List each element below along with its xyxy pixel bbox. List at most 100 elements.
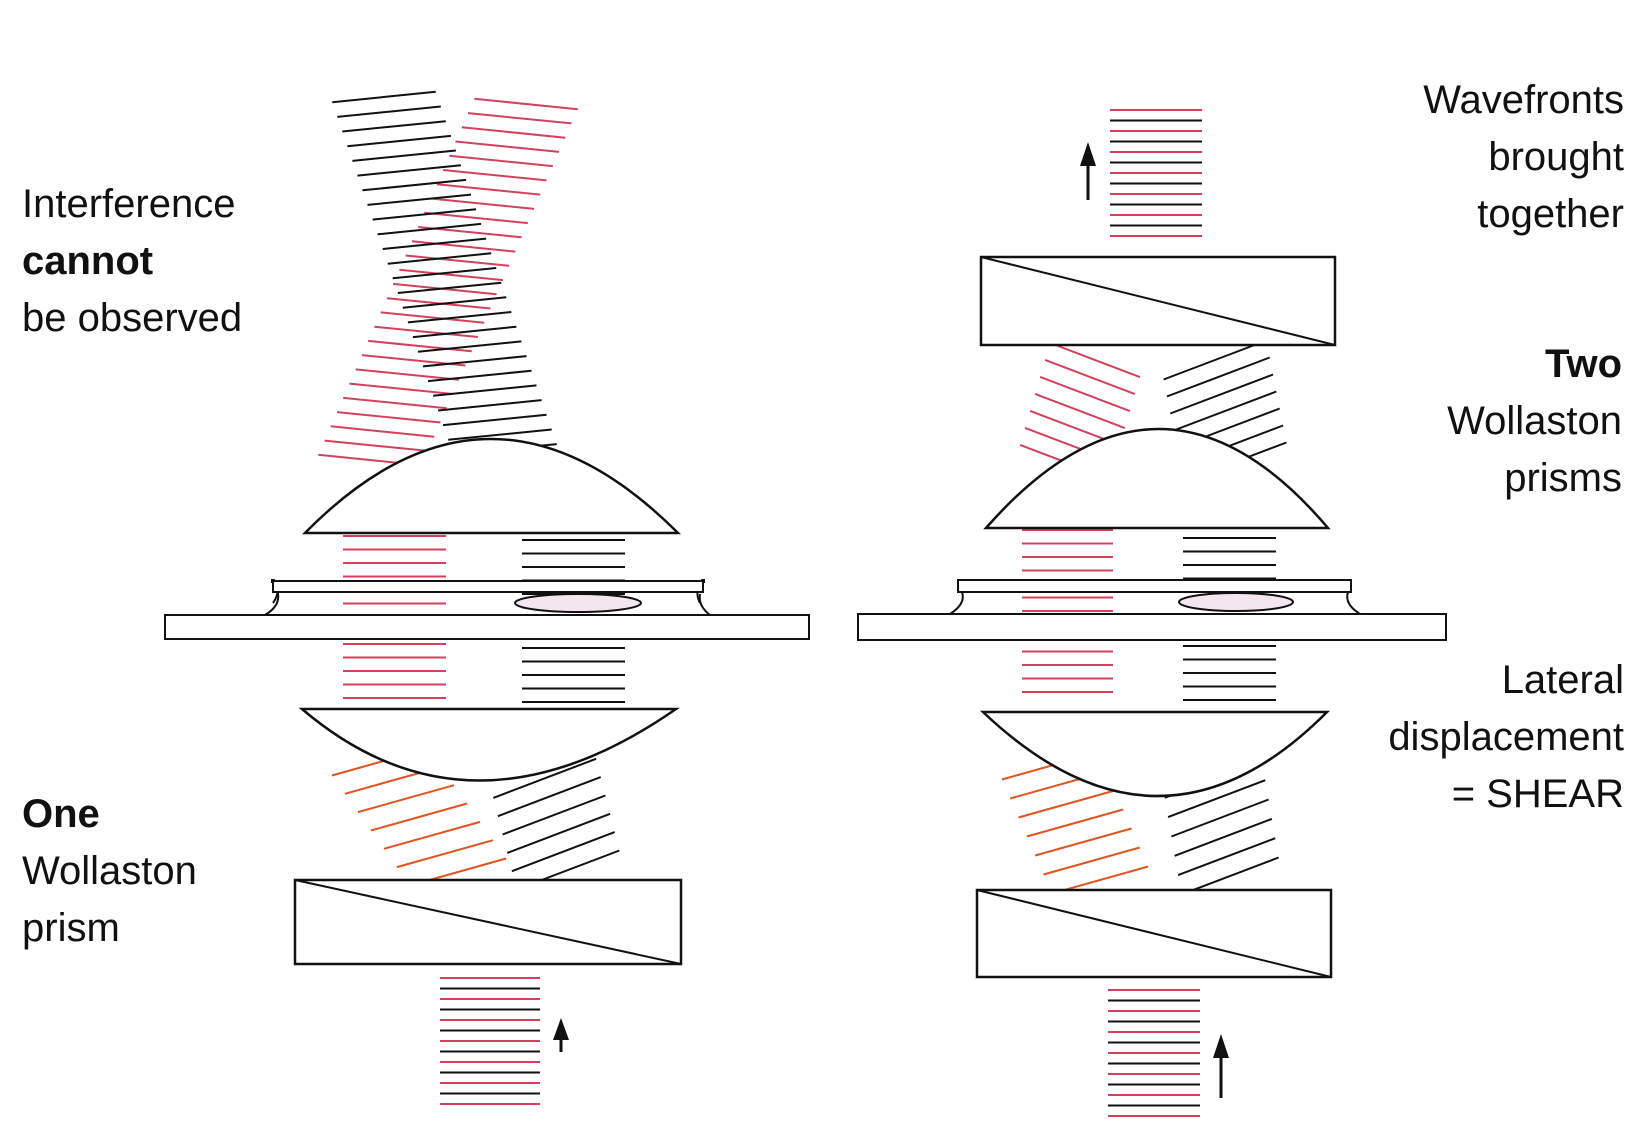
- diverging-wavefront-black: [337, 105, 441, 118]
- diverging-wavefront-black: [438, 399, 542, 412]
- diverging-wavefront-red: [330, 425, 435, 438]
- diverging-wavefront-black: [432, 384, 537, 397]
- lateral-label-line1: Lateral: [1501, 658, 1624, 702]
- right-specimen: [1178, 592, 1294, 612]
- one-prism-label-line3: prism: [22, 906, 120, 950]
- interference-label-line2: cannot: [22, 239, 154, 283]
- right-coverslip-edge: [949, 591, 1361, 615]
- sheared-wavefront-orange: [1043, 846, 1141, 876]
- right-slide: [857, 613, 1447, 641]
- diverging-wavefront-black: [402, 296, 507, 309]
- diverging-wavefront-red: [430, 197, 535, 210]
- converging-wavefront-red: [1039, 375, 1131, 413]
- right-top-prism-diagonal: [980, 256, 1336, 346]
- diverging-wavefront-black: [448, 428, 552, 441]
- sheared-wavefront-orange: [370, 802, 468, 832]
- diverging-wavefront-black: [382, 237, 487, 250]
- lateral-label-line2: displacement: [1388, 715, 1624, 759]
- one-prism-label-line2: Wollaston: [22, 849, 197, 893]
- diverging-wavefront-black: [412, 325, 517, 339]
- left-objective-lens: [302, 437, 682, 535]
- interference-label-line1: Interference: [22, 182, 236, 226]
- one-prism-label-line1: One: [22, 792, 100, 836]
- wavefronts-label-line1: Wavefronts: [1423, 78, 1624, 122]
- sheared-wavefront-black: [1181, 856, 1279, 896]
- up-arrow-icon: [1213, 1034, 1229, 1098]
- diverging-wavefront-black: [367, 193, 472, 206]
- diverging-wavefront-black: [342, 120, 446, 133]
- diverging-wavefront-red: [355, 368, 460, 381]
- diverging-wavefront-red: [368, 339, 472, 353]
- diverging-wavefront-black: [427, 369, 532, 383]
- sheared-wavefront-black: [1174, 817, 1273, 857]
- converging-wavefront-black: [1166, 356, 1271, 398]
- diverging-wavefront-black: [357, 164, 462, 177]
- optical-components: [164, 142, 1447, 1098]
- wavefronts-label-line2: brought: [1488, 135, 1624, 179]
- sheared-wavefront-orange: [383, 820, 481, 850]
- diverging-wavefront-black: [347, 134, 451, 148]
- diverging-wavefront-red: [399, 268, 503, 282]
- two-prisms-label-line2: Wollaston: [1447, 399, 1622, 443]
- diverging-wavefront-red: [467, 112, 572, 125]
- converging-wavefront-black: [1163, 339, 1267, 381]
- sheared-wavefront-orange: [1026, 808, 1124, 838]
- diverging-wavefront-red: [374, 325, 478, 338]
- right-condenser-lens: [979, 710, 1331, 798]
- left-coverslip-plate: [272, 580, 704, 593]
- sheared-wavefront-black: [506, 812, 611, 854]
- wavefronts-label-line3: together: [1477, 192, 1624, 236]
- diverging-wavefront-red: [380, 311, 485, 324]
- diverging-wavefront-black: [443, 413, 547, 427]
- diverging-wavefront-red: [343, 396, 447, 410]
- diverging-wavefront-red: [461, 126, 566, 139]
- sheared-wavefront-orange: [1034, 827, 1132, 857]
- diverging-wavefront-red: [436, 183, 541, 196]
- sheared-wavefront-black: [1167, 779, 1266, 819]
- left-condenser-lens: [298, 707, 680, 782]
- diverging-wavefront-black: [332, 90, 436, 104]
- diverging-wavefront-red: [405, 254, 510, 267]
- up-arrow-icon: [553, 1018, 569, 1052]
- sheared-wavefront-orange: [396, 839, 494, 869]
- diverging-wavefront-red: [324, 439, 429, 452]
- right-objective-lens: [983, 427, 1331, 530]
- left-prism-diagonal: [294, 879, 682, 965]
- left-specimen: [514, 593, 642, 613]
- diverging-wavefront-red: [424, 211, 528, 225]
- sheared-wavefront-black: [1171, 798, 1269, 838]
- up-arrow-icon: [1080, 142, 1096, 200]
- diverging-wavefront-black: [362, 178, 467, 192]
- sheared-wavefront-black: [502, 794, 606, 836]
- diverging-wavefront-red: [474, 97, 578, 111]
- converging-wavefront-red: [1044, 358, 1136, 396]
- diverging-wavefront-red: [336, 411, 441, 424]
- converging-wavefront-red: [1049, 341, 1141, 379]
- converging-wavefront-black: [1169, 373, 1274, 415]
- sheared-wavefront-black: [511, 831, 616, 873]
- diverging-wavefront-black: [417, 340, 522, 353]
- diverging-wavefront-red: [449, 154, 553, 168]
- converging-wavefront-black: [1173, 390, 1277, 432]
- right-bottom-prism-diagonal: [976, 889, 1332, 978]
- interference-label: Interference cannot be observed: [22, 176, 242, 347]
- wavefront-lines: [318, 90, 1287, 1117]
- diverging-wavefront-black: [387, 252, 492, 265]
- diverging-wavefront-black: [422, 355, 527, 368]
- left-slide: [164, 614, 810, 640]
- two-prisms-label-line1: Two: [1544, 342, 1622, 386]
- diverging-wavefront-black: [352, 149, 456, 162]
- two-prisms-label-line3: prisms: [1504, 456, 1622, 500]
- sheared-wavefront-orange: [357, 784, 455, 814]
- diverging-wavefront-red: [455, 140, 560, 153]
- diverging-wavefront-black: [372, 208, 477, 221]
- two-prisms-label: Two Wollaston prisms: [1447, 336, 1622, 507]
- diverging-wavefront-red: [349, 382, 454, 395]
- diverging-wavefront-black: [392, 267, 497, 280]
- left-coverslip-edge: [264, 590, 711, 616]
- diverging-wavefront-black: [397, 281, 502, 294]
- wavefronts-label: Wavefronts brought together: [1423, 72, 1624, 243]
- one-prism-label: One Wollaston prism: [22, 786, 197, 957]
